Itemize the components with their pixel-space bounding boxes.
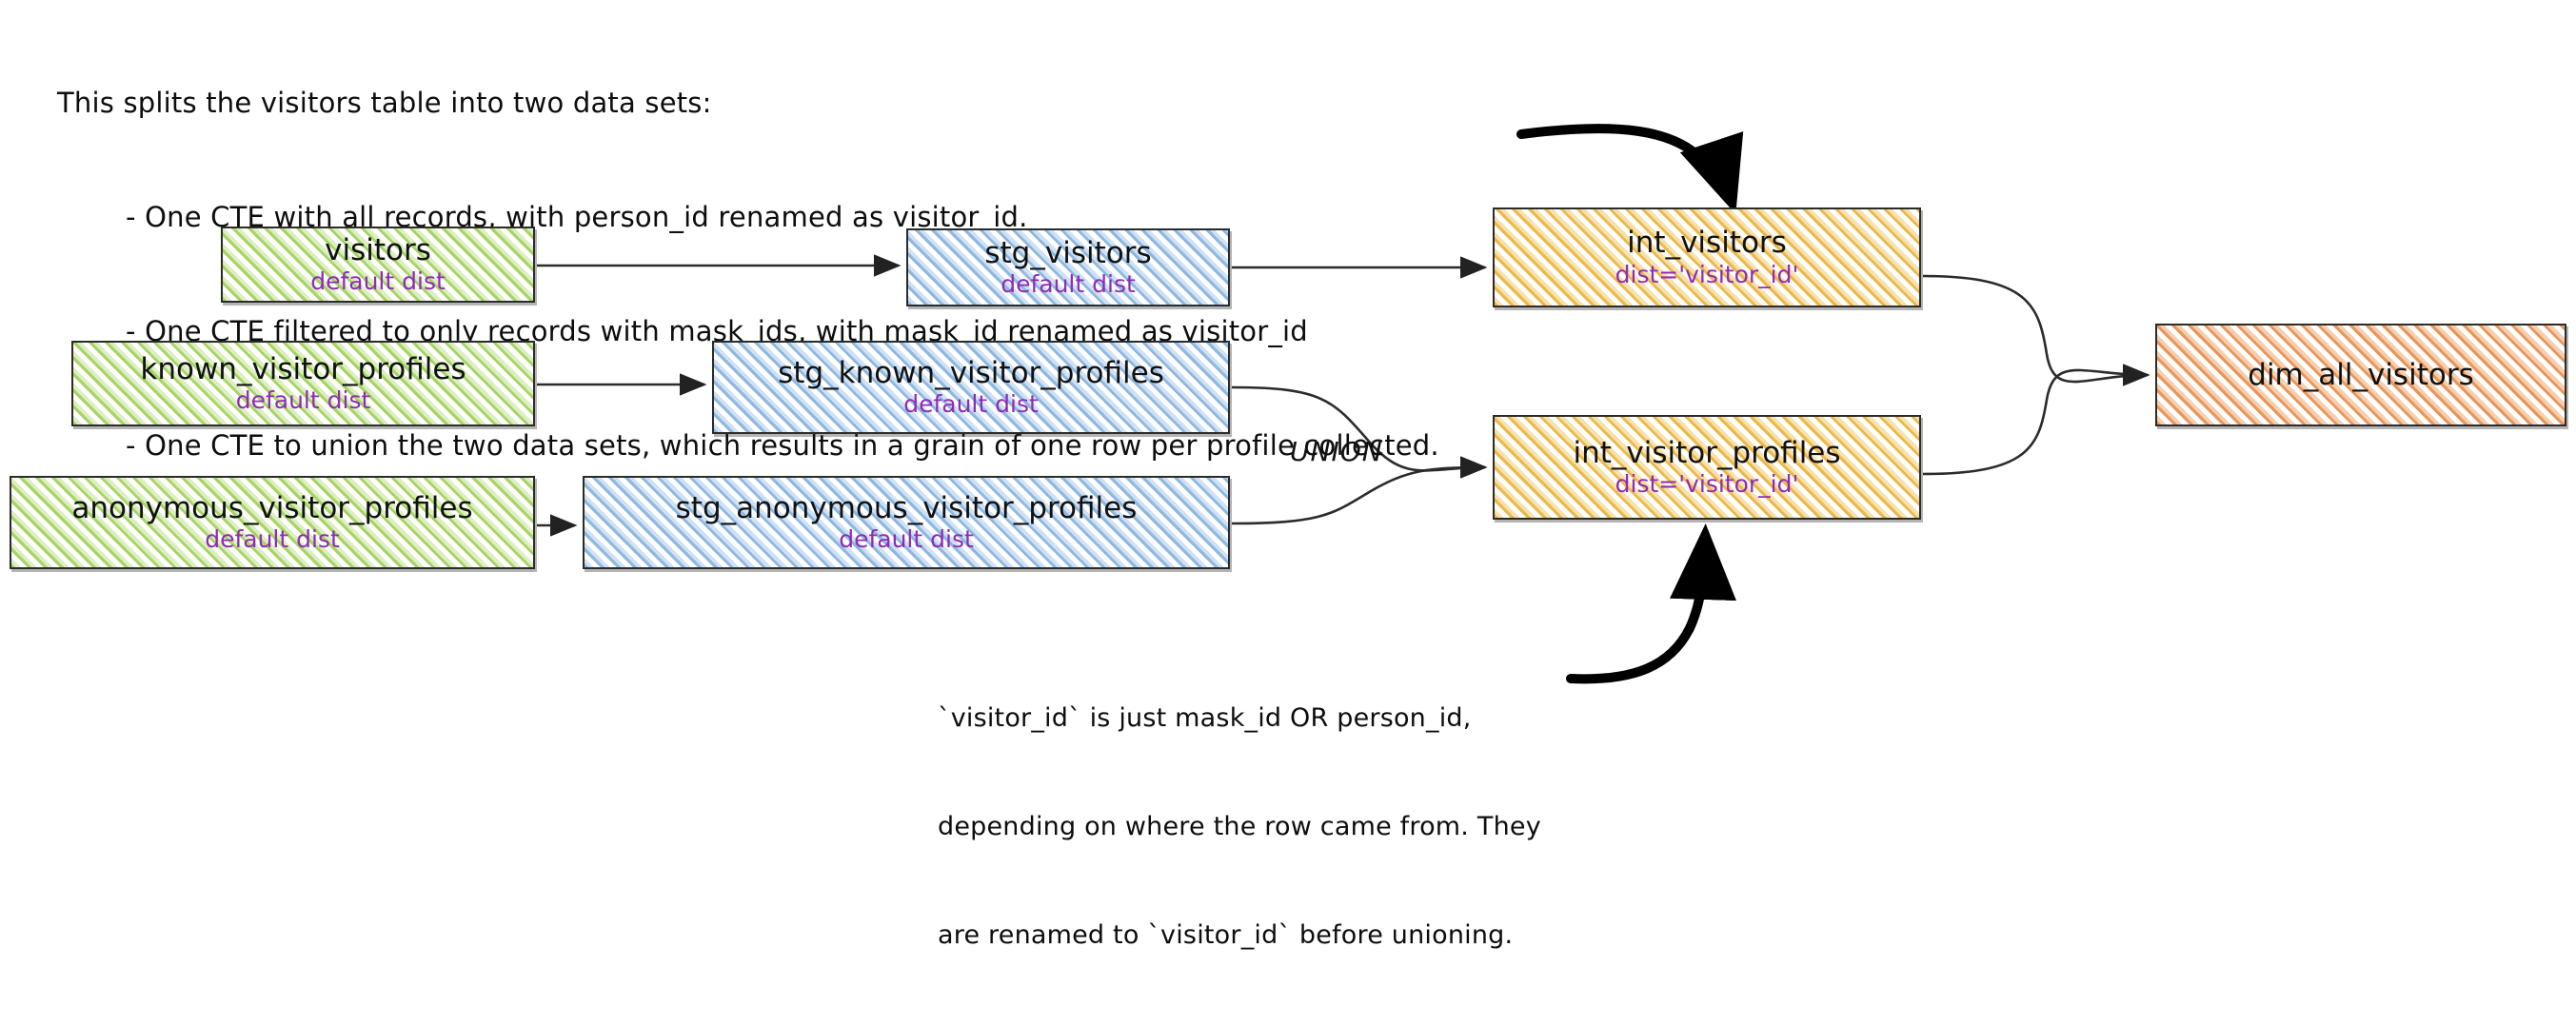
node-int-visitors-subtitle: dist='visitor_id' [1615, 260, 1799, 288]
node-visitors-subtitle: default dist [310, 267, 446, 296]
node-int-visitors-title: int_visitors [1627, 226, 1787, 261]
node-stg-known-visitor-profiles-subtitle: default dist [903, 390, 1039, 419]
diagram-canvas: This splits the visitors table into two … [10, 87, 2566, 950]
node-int-visitor-profiles-subtitle: dist='visitor_id' [1615, 470, 1799, 499]
node-known-visitor-profiles-subtitle: default dist [235, 386, 371, 415]
node-visitors[interactable]: visitors default dist [221, 227, 535, 303]
top-annotation-line-4: - One CTE to union the two data sets, wh… [126, 429, 1439, 462]
edge-int-profiles-to-dim [1922, 364, 2150, 476]
annotation-arrow-top [1516, 124, 1744, 214]
node-stg-known-visitor-profiles[interactable]: stg_known_visitor_profiles default dist [712, 341, 1230, 434]
bottom-annotation: `visitor_id` is just mask_id OR person_i… [938, 628, 1541, 1026]
node-visitors-title: visitors [325, 232, 431, 267]
node-dim-all-visitors-title: dim_all_visitors [2248, 357, 2474, 392]
node-int-visitors[interactable]: int_visitors dist='visitor_id' [1493, 207, 1921, 307]
annotation-arrow-bottom [1566, 523, 1736, 684]
node-stg-visitors-subtitle: default dist [1001, 270, 1136, 299]
node-stg-visitors[interactable]: stg_visitors default dist [906, 228, 1230, 306]
node-anonymous-visitor-profiles[interactable]: anonymous_visitor_profiles default dist [10, 476, 535, 569]
node-dim-all-visitors[interactable]: dim_all_visitors [2155, 324, 2566, 426]
node-stg-anonymous-visitor-profiles-title: stg_anonymous_visitor_profiles [675, 490, 1138, 525]
node-anonymous-visitor-profiles-subtitle: default dist [205, 525, 340, 554]
node-stg-anonymous-visitor-profiles[interactable]: stg_anonymous_visitor_profiles default d… [583, 476, 1230, 569]
bottom-annotation-line-2: depending on where the row came from. Th… [938, 812, 1541, 841]
bottom-annotation-line-3: are renamed to `visitor_id` before union… [938, 920, 1514, 950]
edge-int-visitors-to-dim [1922, 274, 2150, 386]
node-stg-anonymous-visitor-profiles-subtitle: default dist [839, 525, 974, 554]
node-known-visitor-profiles[interactable]: known_visitor_profiles default dist [71, 341, 535, 426]
top-annotation-line-2: - One CTE with all records, with person_… [126, 201, 1028, 233]
node-known-visitor-profiles-title: known_visitor_profiles [140, 351, 466, 386]
bottom-annotation-line-1: `visitor_id` is just mask_id OR person_i… [938, 703, 1472, 733]
node-anonymous-visitor-profiles-title: anonymous_visitor_profiles [71, 490, 473, 525]
top-annotation-line-1: This splits the visitors table into two … [57, 87, 712, 119]
node-int-visitor-profiles-title: int_visitor_profiles [1573, 435, 1841, 470]
node-stg-visitors-title: stg_visitors [984, 235, 1152, 270]
edge-label-union: UNION [1290, 436, 1383, 467]
node-stg-known-visitor-profiles-title: stg_known_visitor_profiles [778, 355, 1164, 390]
node-int-visitor-profiles[interactable]: int_visitor_profiles dist='visitor_id' [1493, 415, 1921, 520]
